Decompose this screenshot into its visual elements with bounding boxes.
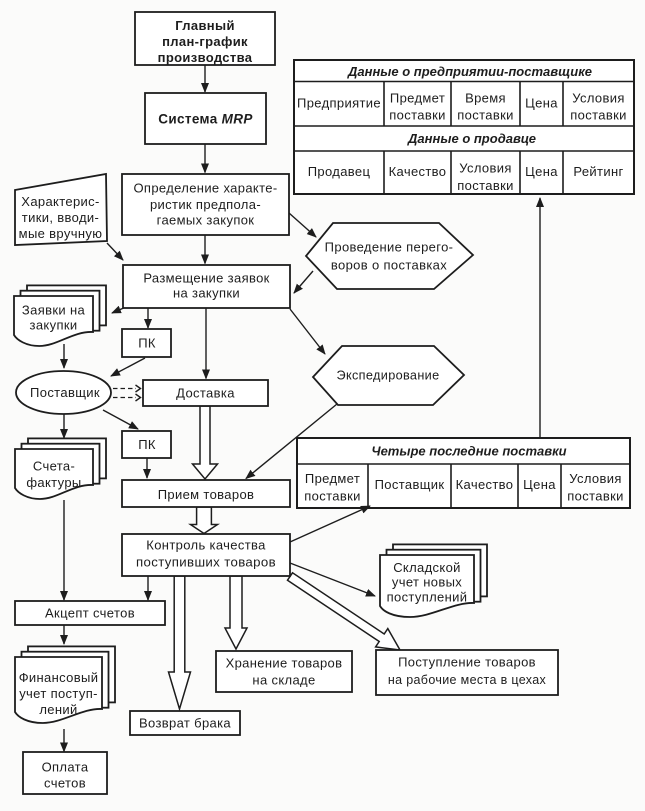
svg-text:Контроль качества: Контроль качества xyxy=(146,538,266,553)
svg-text:производства: производства xyxy=(158,50,253,65)
svg-text:Продавец: Продавец xyxy=(308,164,371,179)
svg-text:поставки: поставки xyxy=(389,108,445,123)
svg-text:Поступление товаров: Поступление товаров xyxy=(398,655,536,670)
svg-text:Предмет: Предмет xyxy=(390,91,445,106)
svg-text:Условия: Условия xyxy=(572,91,625,106)
svg-text:Система MRP: Система MRP xyxy=(158,112,253,127)
svg-text:Рейтинг: Рейтинг xyxy=(573,164,623,179)
svg-text:Данные о предприятии-поставщик: Данные о предприятии-поставщике xyxy=(347,64,592,79)
svg-text:гаемых закупок: гаемых закупок xyxy=(157,213,255,228)
svg-text:Цена: Цена xyxy=(523,477,556,492)
svg-text:поставки: поставки xyxy=(457,108,513,123)
svg-text:счетов: счетов xyxy=(44,776,86,791)
svg-text:поступлений: поступлений xyxy=(387,590,468,605)
svg-text:Главный: Главный xyxy=(175,18,235,33)
svg-text:поставки: поставки xyxy=(567,489,623,504)
svg-text:Условия: Условия xyxy=(569,471,622,486)
svg-text:тики, вводи-: тики, вводи- xyxy=(22,210,99,225)
svg-text:закупки: закупки xyxy=(30,318,78,333)
svg-text:поставки: поставки xyxy=(457,178,513,193)
svg-text:поставки: поставки xyxy=(570,108,626,123)
svg-text:Данные о продавце: Данные о продавце xyxy=(407,131,536,146)
svg-text:мые вручную: мые вручную xyxy=(19,226,103,241)
svg-text:Поставщик: Поставщик xyxy=(375,477,445,492)
svg-text:Проведение перего-: Проведение перего- xyxy=(325,240,454,255)
svg-text:лений: лений xyxy=(39,702,77,717)
svg-text:Оплата: Оплата xyxy=(42,760,89,775)
svg-text:Прием товаров: Прием товаров xyxy=(158,487,255,502)
svg-text:Возврат брака: Возврат брака xyxy=(139,716,231,731)
svg-text:ПК: ПК xyxy=(138,336,156,351)
svg-text:Определение характе-: Определение характе- xyxy=(133,181,277,196)
svg-text:на рабочие места в цехах: на рабочие места в цехах xyxy=(388,673,547,687)
svg-text:Предприятие: Предприятие xyxy=(297,96,381,111)
svg-text:Складской: Складской xyxy=(393,560,461,575)
svg-text:Размещение заявок: Размещение заявок xyxy=(143,271,269,286)
svg-text:Время: Время xyxy=(465,91,506,106)
svg-text:Заявки на: Заявки на xyxy=(22,303,86,318)
svg-text:Поставщик: Поставщик xyxy=(30,385,100,400)
svg-text:Финансовый: Финансовый xyxy=(19,670,99,685)
svg-text:Доставка: Доставка xyxy=(176,386,235,401)
svg-text:Условия: Условия xyxy=(459,161,512,176)
svg-text:поставки: поставки xyxy=(304,489,360,504)
svg-text:фактуры: фактуры xyxy=(26,475,81,490)
svg-text:Экспедирование: Экспедирование xyxy=(337,368,440,383)
svg-text:Цена: Цена xyxy=(525,96,558,111)
svg-text:Характерис-: Характерис- xyxy=(21,194,99,209)
svg-text:учет новых: учет новых xyxy=(392,575,462,590)
svg-text:Качество: Качество xyxy=(456,477,514,492)
svg-text:Счета-: Счета- xyxy=(33,459,75,474)
svg-text:воров о поставках: воров о поставках xyxy=(331,258,447,273)
svg-text:поступивших товаров: поступивших товаров xyxy=(136,555,276,570)
svg-text:учет поступ-: учет поступ- xyxy=(19,686,98,701)
svg-text:план-график: план-график xyxy=(162,34,248,49)
svg-text:Цена: Цена xyxy=(525,164,558,179)
svg-text:Акцепт счетов: Акцепт счетов xyxy=(45,606,135,621)
svg-text:ристик предпола-: ристик предпола- xyxy=(150,197,261,212)
svg-text:Хранение товаров: Хранение товаров xyxy=(226,656,343,671)
svg-text:на закупки: на закупки xyxy=(173,286,240,301)
svg-text:Четыре последние поставки: Четыре последние поставки xyxy=(371,444,566,459)
svg-text:Качество: Качество xyxy=(389,164,447,179)
svg-text:на складе: на складе xyxy=(252,673,315,688)
svg-text:Предмет: Предмет xyxy=(305,471,360,486)
svg-text:ПК: ПК xyxy=(138,437,156,452)
